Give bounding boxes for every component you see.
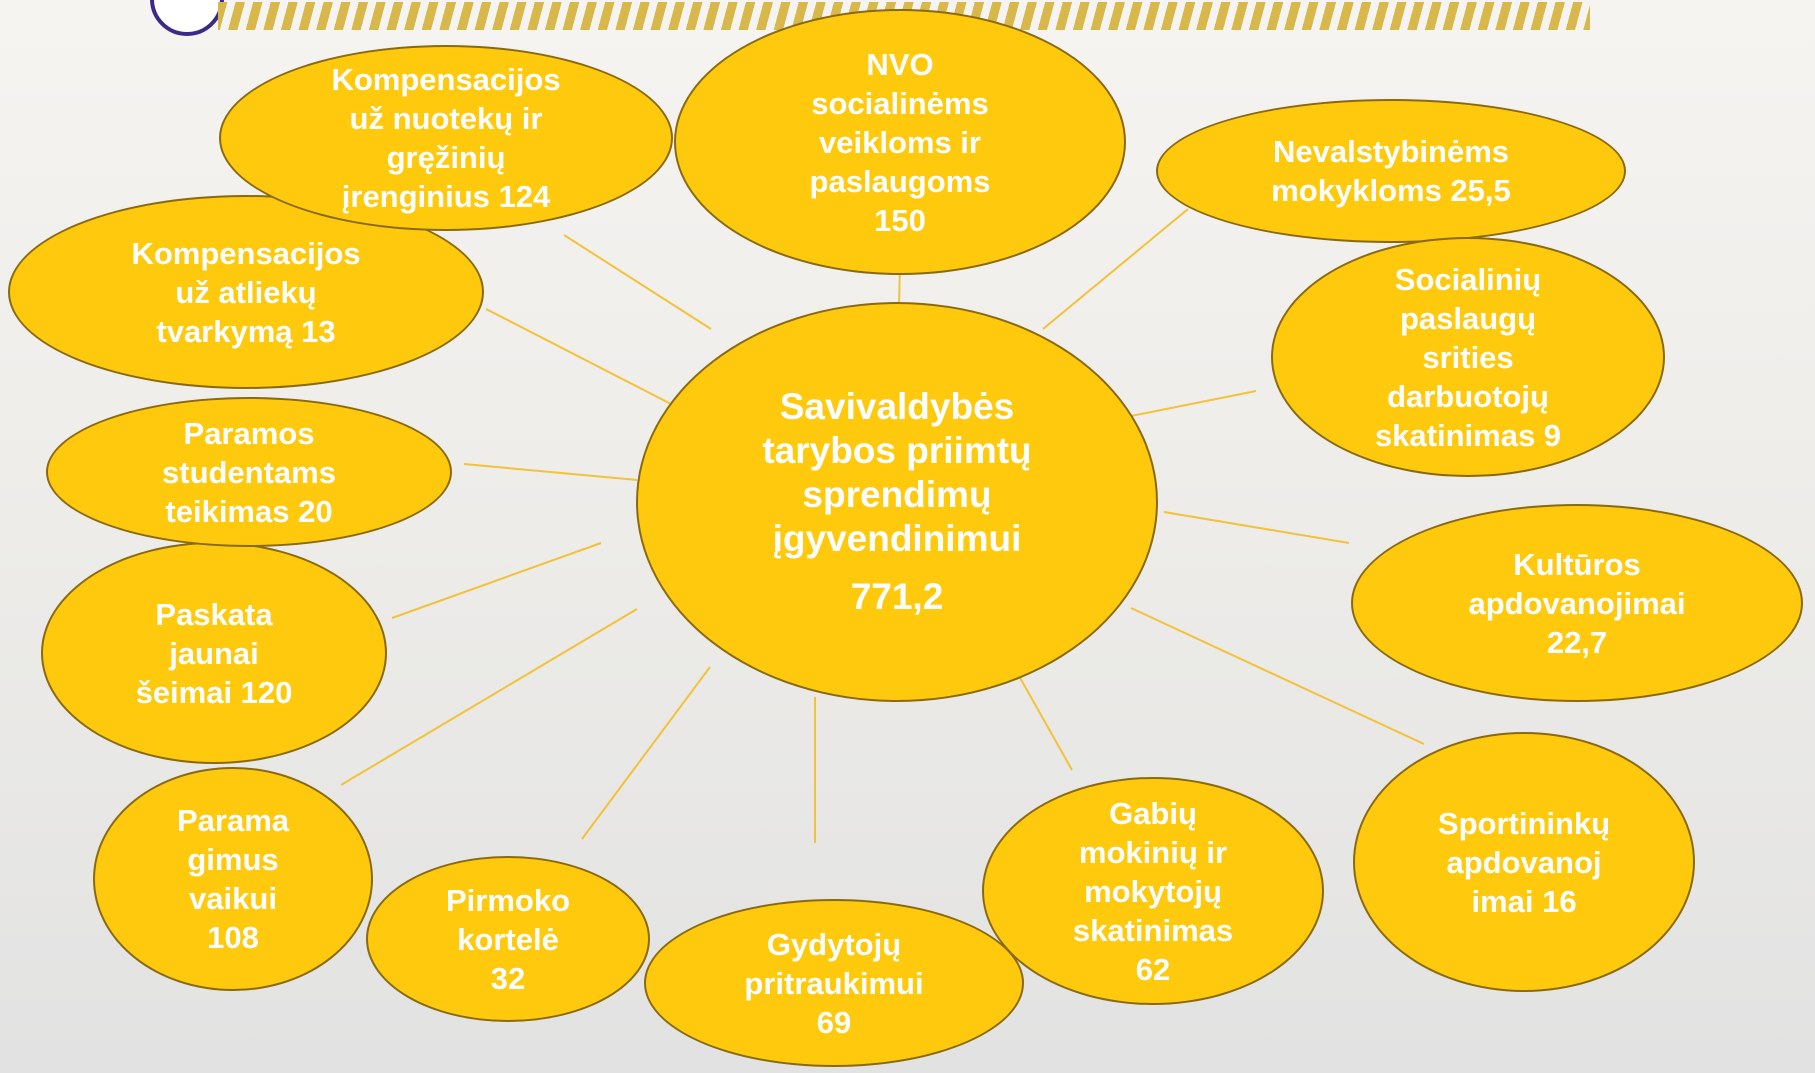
node-socialiniu-paslaugu-darbuotojai: Socialinių paslaugų srities darbuotojų s… bbox=[1271, 237, 1665, 477]
node-label-line: socialinėms bbox=[811, 85, 989, 121]
node-label-line: apdovanojimai bbox=[1468, 585, 1686, 621]
node-kompensacijos-nuoteku: Kompensacijos už nuotekų ir gręžinių įre… bbox=[219, 45, 673, 231]
node-label-line: paslaugų bbox=[1399, 300, 1537, 336]
node-label-line: teikimas 20 bbox=[165, 493, 333, 529]
node-label-line: skatinimas 9 bbox=[1374, 417, 1562, 453]
node-label-line: imai 16 bbox=[1471, 883, 1577, 919]
center-node: Savivaldybės tarybos priimtų sprendimų į… bbox=[636, 302, 1158, 702]
node-label-line: mokytojų bbox=[1084, 873, 1222, 909]
node-value: 150 bbox=[874, 202, 926, 238]
node-label-line: už atliekų bbox=[175, 274, 317, 310]
node-value: 62 bbox=[1135, 951, 1171, 987]
node-value: 69 bbox=[816, 1004, 852, 1040]
node-label-line: įrenginius 124 bbox=[341, 179, 551, 214]
node-label-line: NVO bbox=[866, 46, 934, 82]
node-paskata-jaunai-seimai: Paskata jaunai šeimai 120 bbox=[41, 542, 387, 764]
node-pirmoko-kortele: Pirmoko kortelė 32 bbox=[366, 856, 650, 1022]
center-label-line: sprendimų bbox=[802, 474, 992, 515]
connector-gabiu-mokiniu-skatinimas bbox=[1013, 666, 1073, 771]
node-value: 22,7 bbox=[1546, 624, 1608, 660]
connector-paramos-studentams bbox=[463, 463, 638, 481]
node-nevalstybines-mokyklos: Nevalstybinėms mokykloms 25,5 bbox=[1156, 99, 1626, 243]
center-label-line: Savivaldybės bbox=[779, 386, 1015, 427]
node-label-line: kortelė bbox=[457, 921, 559, 957]
node-label-line: jaunai bbox=[169, 635, 259, 671]
connector-socialiniu-paslaugu-darbuotojai bbox=[1130, 390, 1257, 417]
node-sportininku-apdovanojimai: Sportininkų apdovanoj imai 16 bbox=[1353, 732, 1695, 992]
node-label-line: tvarkymą 13 bbox=[156, 313, 336, 349]
node-label-line: Socialinių bbox=[1394, 261, 1542, 297]
connector-parama-gimus-vaikui bbox=[340, 608, 638, 786]
connector-kulturos-apdovanojimai bbox=[1163, 511, 1350, 544]
node-label-line: gimus bbox=[187, 842, 279, 877]
node-gabiu-mokiniu-skatinimas: Gabių mokinių ir mokytojų skatinimas 62 bbox=[982, 777, 1324, 1005]
node-label-line: Sportininkų bbox=[1437, 805, 1611, 841]
node-label-line: srities bbox=[1422, 339, 1514, 375]
connector-paskata-jaunai-seimai bbox=[391, 542, 602, 619]
node-label-line: Pirmoko bbox=[445, 882, 571, 918]
connector-pirmoko-kortele bbox=[581, 666, 711, 840]
node-label-line: mokinių ir bbox=[1078, 834, 1228, 870]
connector-sportininku-apdovanojimai bbox=[1130, 607, 1425, 745]
center-label-line: įgyvendinimui bbox=[772, 518, 1022, 559]
node-label-line: gręžinių bbox=[386, 140, 506, 175]
node-label-line: skatinimas bbox=[1072, 912, 1234, 948]
center-label-line: tarybos priimtų bbox=[762, 430, 1032, 471]
node-label-line: studentams bbox=[162, 454, 336, 490]
node-label-line: darbuotojų bbox=[1387, 378, 1549, 414]
node-label-line: Nevalstybinėms bbox=[1272, 134, 1510, 169]
node-label-line: Kompensacijos bbox=[131, 235, 361, 271]
node-label-line: šeimai 120 bbox=[135, 674, 293, 710]
node-label-line: vaikui bbox=[189, 881, 277, 916]
connector-kompensacijos-nuoteku bbox=[563, 234, 712, 330]
node-label-line: pritraukimui bbox=[744, 965, 924, 1001]
node-paramos-studentams: Paramos studentams teikimas 20 bbox=[46, 397, 452, 547]
node-value: 108 bbox=[207, 920, 259, 955]
node-label-line: Kultūros bbox=[1513, 546, 1641, 582]
connector-kompensacijos-atlieku bbox=[485, 308, 672, 405]
node-parama-gimus-vaikui: Parama gimus vaikui 108 bbox=[93, 767, 373, 991]
node-label-line: paslaugoms bbox=[809, 163, 991, 199]
node-gydytoju-pritraukimas: Gydytojų pritraukimui 69 bbox=[644, 899, 1024, 1067]
node-label-line: Kompensacijos bbox=[331, 62, 561, 97]
node-label-line: už nuotekų ir bbox=[349, 101, 543, 136]
node-label-line: Paskata bbox=[155, 596, 273, 632]
node-nvo: NVO socialinėms veikloms ir paslaugoms 1… bbox=[674, 9, 1126, 275]
node-kulturos-apdovanojimai: Kultūros apdovanojimai 22,7 bbox=[1351, 504, 1803, 702]
node-label-line: veikloms ir bbox=[819, 124, 981, 160]
node-label-line: Gabių bbox=[1109, 795, 1197, 831]
node-label-line: mokykloms 25,5 bbox=[1271, 173, 1511, 208]
center-value: 771,2 bbox=[850, 576, 944, 617]
node-label-line: Gydytojų bbox=[766, 926, 902, 962]
node-value: 32 bbox=[490, 960, 526, 996]
connector-nevalstybines-mokyklos bbox=[1042, 208, 1189, 330]
node-label-line: Parama bbox=[176, 803, 290, 838]
node-label-line: Paramos bbox=[183, 415, 315, 451]
node-label-line: apdovanoj bbox=[1446, 844, 1602, 880]
